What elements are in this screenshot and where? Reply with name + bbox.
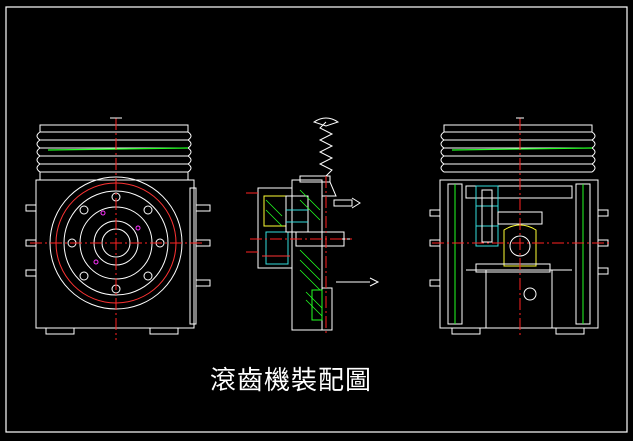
left-housing — [35, 179, 195, 329]
right-bellows — [440, 124, 596, 173]
left-front-view — [25, 117, 211, 340]
middle-section-view — [246, 117, 380, 336]
drawing-border — [5, 6, 628, 433]
spring — [318, 121, 334, 177]
right-section-view — [429, 117, 610, 336]
drawing-title: 滾齒機裝配圖 — [210, 366, 373, 396]
left-bellows — [36, 124, 192, 180]
